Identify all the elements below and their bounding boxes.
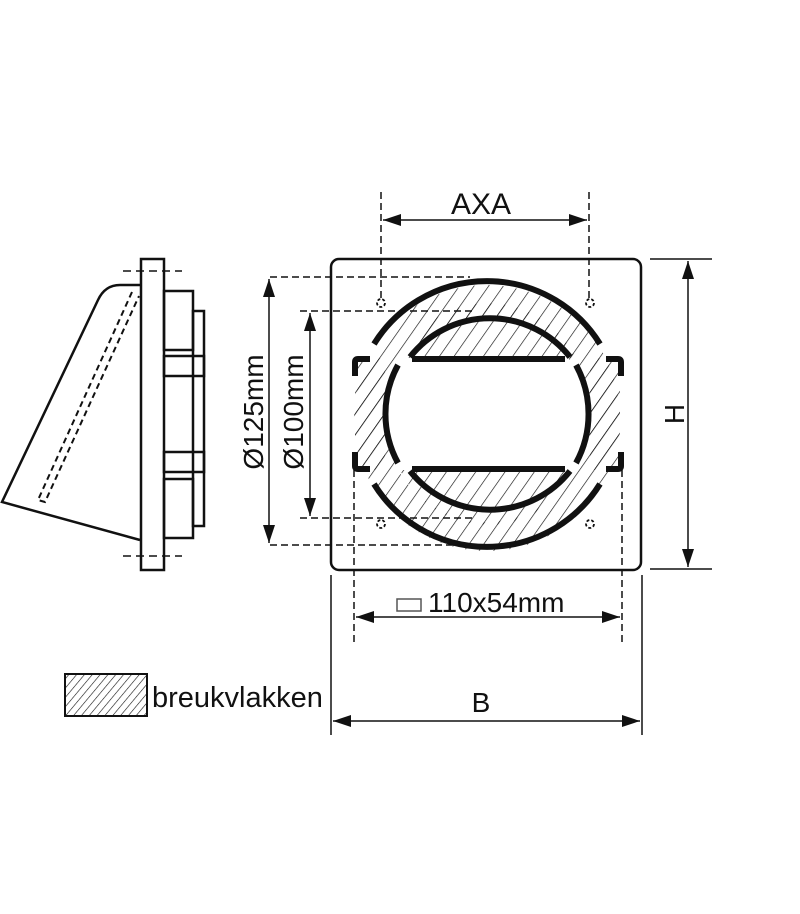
height-label: H (659, 404, 690, 424)
flap-dashed (36, 291, 140, 504)
mounting-plate (139, 257, 166, 572)
front-view (329, 257, 643, 572)
front-plate (329, 257, 643, 572)
width-label: B (472, 687, 491, 718)
side-view (0, 257, 206, 572)
rectangle-icon (396, 598, 422, 612)
hood-outline (0, 283, 141, 542)
legend-label: breukvlakken (152, 682, 323, 714)
screw-holes (376, 298, 595, 529)
hatch-swatch-icon (64, 673, 148, 717)
diameter-125-label: Ø125mm (238, 354, 269, 469)
axa-label: AXA (451, 188, 511, 221)
rect-size-label: 110x54mm (428, 587, 564, 618)
legend: breukvlakken (64, 673, 323, 717)
diameter-100-label: Ø100mm (278, 354, 309, 469)
dimension-lines (263, 192, 712, 735)
